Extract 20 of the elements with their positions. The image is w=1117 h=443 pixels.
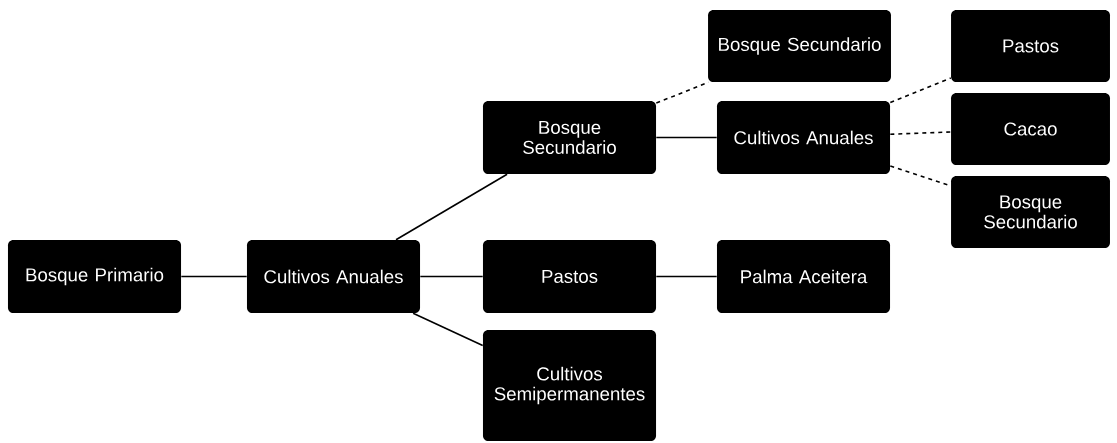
process-box: Cacao <box>951 93 1110 165</box>
process-box: Cultivos Anuales <box>246 239 421 314</box>
connector-line <box>180 275 248 278</box>
connector-line <box>655 275 718 278</box>
connector-line <box>419 275 484 278</box>
process-box: Cultivos Anuales <box>716 100 891 175</box>
process-box: Cultivos Semipermanentes <box>482 330 657 441</box>
connector-line <box>655 81 710 104</box>
connector-line <box>889 131 952 136</box>
connector-line <box>412 312 484 347</box>
connector-line <box>655 136 718 139</box>
process-box: Pastos <box>482 239 657 314</box>
process-box: Bosque Secundario <box>951 176 1110 248</box>
process-box: Bosque Secundario <box>482 100 657 175</box>
connector-line <box>395 173 508 241</box>
process-box: Pastos <box>951 10 1110 82</box>
process-box: Bosque Primario <box>7 239 182 314</box>
process-box: Palma Aceitera <box>716 239 891 314</box>
process-box: Bosque Secundario <box>708 10 891 82</box>
connector-line <box>889 77 952 104</box>
